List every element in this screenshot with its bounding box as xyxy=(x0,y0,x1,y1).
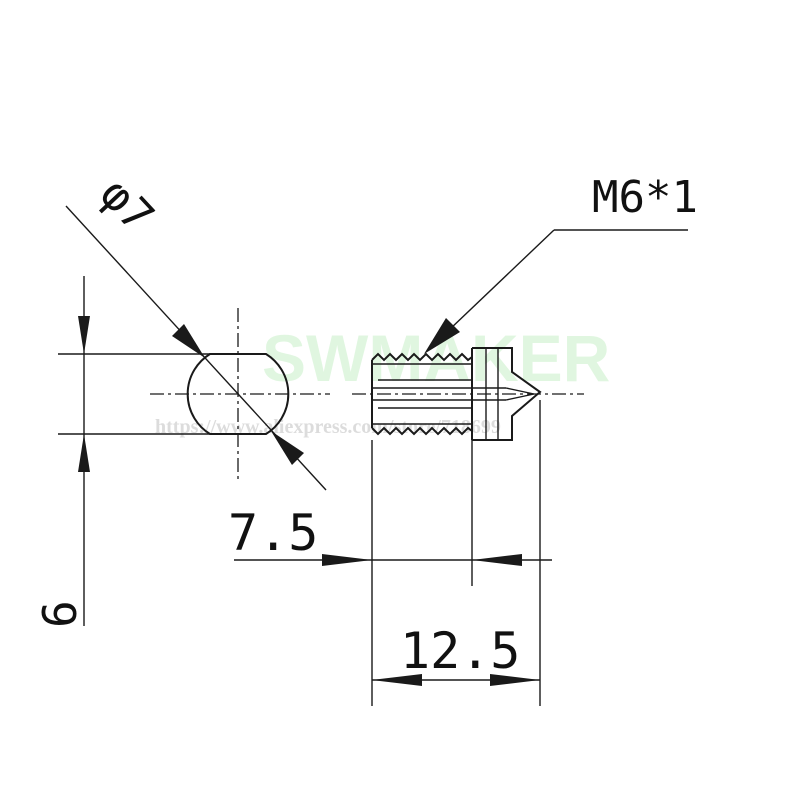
left-length-label: 7.5 xyxy=(228,504,318,562)
nozzle-side-view xyxy=(352,347,584,441)
watermark-logo: SWMAKER xyxy=(262,321,610,395)
diameter-label: φ7 xyxy=(90,169,163,243)
height-dimension: 6 xyxy=(33,276,90,628)
length-dimension-12-5: 12.5 xyxy=(372,622,540,686)
height-label: 6 xyxy=(33,600,87,628)
length-dimension-7-5: 7.5 xyxy=(228,504,552,566)
thread-callout: M6*1 xyxy=(424,172,698,354)
total-length-label: 12.5 xyxy=(400,622,520,680)
section-view xyxy=(58,308,330,482)
section-outline xyxy=(186,353,290,435)
thread-spec-label: M6*1 xyxy=(592,172,698,223)
watermark-url: https://www.aliexpress.com/store/718699 xyxy=(155,416,501,438)
